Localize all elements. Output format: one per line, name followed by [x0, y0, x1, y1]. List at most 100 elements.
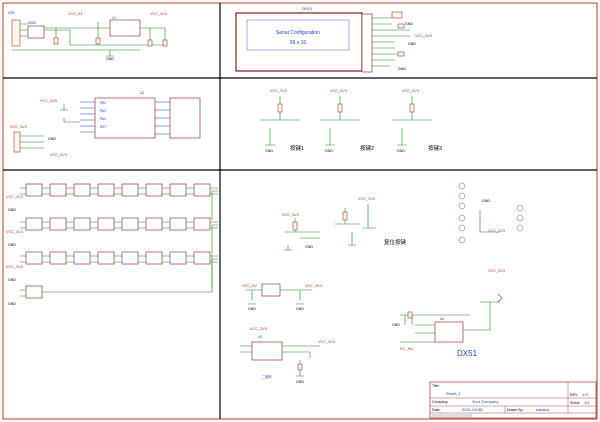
- svg-text:VCC_3V3: VCC_3V3: [6, 195, 23, 199]
- title-label: Title:: [432, 384, 440, 388]
- svg-text:VCC_3V3: VCC_3V3: [6, 230, 23, 234]
- svg-text:GND: GND: [296, 307, 304, 311]
- led-package: [97, 217, 115, 231]
- svg-text:U6: U6: [440, 317, 444, 321]
- svg-text:U5: U5: [258, 335, 262, 339]
- svg-text:GND: GND: [482, 199, 490, 203]
- svg-text:GND: GND: [405, 22, 413, 26]
- key2-label: 按键2: [360, 144, 374, 152]
- svg-text:GND: GND: [392, 323, 400, 327]
- led-package: [49, 217, 67, 231]
- led-package: [97, 183, 115, 197]
- rev-label: REV:: [570, 393, 578, 397]
- display-block: Serial Configuration 96 x 16 VCC_3V3 GND…: [235, 7, 432, 73]
- reset-key-label: 复位按键: [384, 238, 407, 246]
- svg-text:GND: GND: [265, 149, 273, 153]
- svg-text:GND: GND: [48, 137, 56, 141]
- serial-config-size: 96 x 16: [290, 40, 307, 46]
- mcu-block: VCC_3V3 VCC_3V3 VCC_3V3 GND U2 PB2 PA3 P…: [10, 91, 201, 157]
- led-package: [169, 183, 187, 197]
- svg-text:RC_IN1: RC_IN1: [400, 347, 414, 351]
- svg-text:VCC_3V3: VCC_3V3: [488, 229, 505, 233]
- sensor-ic-block: VCC_3V3 VCC_3V3 GND U5 二维码: [240, 327, 335, 384]
- drawn-value: kakaka: [536, 407, 549, 412]
- svg-text:GND: GND: [397, 149, 405, 153]
- led-package: [193, 217, 211, 231]
- svg-text:VCC_3V3: VCC_3V3: [150, 12, 167, 16]
- svg-text:GND: GND: [8, 302, 16, 306]
- led-package: [169, 251, 187, 265]
- led-package: [193, 183, 211, 197]
- date-label: Date:: [432, 408, 441, 412]
- svg-text:VCC_3V3: VCC_3V3: [6, 265, 23, 269]
- svg-text:VCC_3V3: VCC_3V3: [40, 99, 57, 103]
- sensor-block: VCC_3V3 GND: [458, 182, 524, 244]
- svg-text:RST: RST: [100, 125, 106, 129]
- svg-text:GND: GND: [305, 245, 313, 249]
- led-package: [145, 217, 163, 231]
- led-package: [73, 183, 91, 197]
- svg-text:OLED1: OLED1: [302, 7, 313, 11]
- svg-text:VCC_3V3: VCC_3V3: [358, 197, 375, 201]
- svg-text:VCC_3V3: VCC_3V3: [488, 269, 505, 273]
- svg-text:VCC_3V3: VCC_3V3: [305, 284, 322, 288]
- svg-text:USB1: USB1: [28, 21, 37, 25]
- drawn-label: Drawn By:: [507, 408, 524, 412]
- chip-label: DX51: [457, 349, 478, 358]
- svg-text:VCC_3V3: VCC_3V3: [415, 34, 432, 38]
- svg-text:VCC_5V: VCC_5V: [68, 12, 83, 16]
- title-block: Title: Sheet_1 REV: 1.0 Company: Your Co…: [429, 381, 597, 419]
- company-value: Your Company: [472, 399, 498, 404]
- sheet-label: Sheet:: [570, 401, 580, 405]
- svg-text:GND: GND: [8, 243, 16, 247]
- led-package: [121, 251, 139, 265]
- svg-text:GND: GND: [296, 380, 304, 384]
- svg-text:GND: GND: [248, 307, 256, 311]
- svg-text:PA4: PA4: [100, 117, 106, 121]
- led-package: [73, 217, 91, 231]
- svg-text:VCC_3V3: VCC_3V3: [318, 340, 335, 344]
- svg-text:VCC_3V3: VCC_3V3: [270, 89, 287, 93]
- svg-text:VCC_3V3: VCC_3V3: [250, 327, 267, 331]
- button-block: VCC_3V3 VCC_3V3 VCC_3V3 GND GND GND 按键1 …: [260, 89, 442, 153]
- rev-value: 1.0: [582, 392, 588, 397]
- svg-text:GND: GND: [106, 57, 114, 61]
- led-package: [25, 251, 43, 265]
- led-package: [145, 183, 163, 197]
- svg-text:VCC_3V3: VCC_3V3: [282, 213, 299, 217]
- ldo-block: VCC_5V VCC_3V3 GND GND: [242, 283, 322, 311]
- key3-label: 按键3: [428, 144, 442, 152]
- usb-power-block: VCC_5V VCC_3V3 U1 USB1 GND USB: [8, 11, 168, 61]
- svg-text:U1: U1: [112, 16, 116, 20]
- reset-block: VCC_3V3 VCC_3V3 GND 复位按键: [282, 197, 407, 251]
- led-package: [73, 251, 91, 265]
- svg-text:PA3: PA3: [100, 109, 106, 113]
- led-package: [49, 251, 67, 265]
- svg-text:VCC_3V3: VCC_3V3: [402, 89, 419, 93]
- title-value: Sheet_1: [446, 391, 462, 396]
- led-package: [25, 217, 43, 231]
- mcu-dx51-block: VCC_3V3 GND RC_IN1 U6 DX51: [392, 269, 505, 358]
- svg-text:VCC_3V3: VCC_3V3: [10, 125, 27, 129]
- svg-text:VCC_3V3: VCC_3V3: [330, 89, 347, 93]
- led-package: [121, 217, 139, 231]
- svg-text:U2: U2: [140, 91, 144, 95]
- company-label: Company:: [432, 400, 448, 404]
- svg-text:GND: GND: [398, 67, 406, 71]
- led-matrix-block: VCC_3V3 VCC_3V3 VCC_3V3 GND GND GND GND: [6, 183, 218, 306]
- svg-text:VCC_3V3: VCC_3V3: [50, 153, 67, 157]
- key1-label: 按键1: [290, 144, 304, 152]
- led-package: [193, 251, 211, 265]
- svg-text:GND: GND: [8, 208, 16, 212]
- led-package: [25, 285, 43, 299]
- svg-text:GND: GND: [325, 149, 333, 153]
- svg-text:GND: GND: [8, 278, 16, 282]
- svg-text:二维码: 二维码: [262, 374, 272, 379]
- led-package: [145, 251, 163, 265]
- svg-text:USB: USB: [8, 11, 15, 15]
- svg-text:GND: GND: [408, 42, 416, 46]
- led-package: [49, 183, 67, 197]
- led-package: [169, 217, 187, 231]
